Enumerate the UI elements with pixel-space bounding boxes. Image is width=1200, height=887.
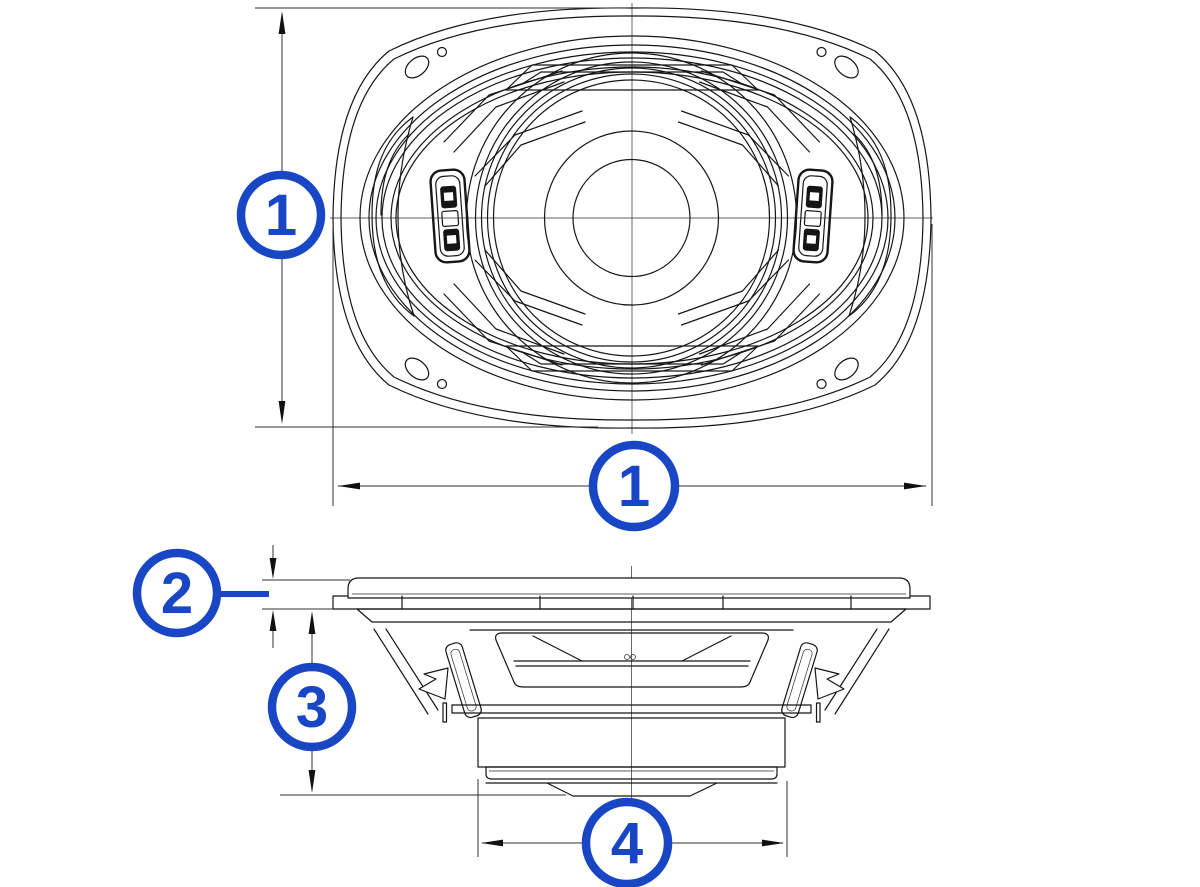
gasket-rings xyxy=(359,35,905,401)
callout-circle-width xyxy=(588,440,680,532)
callout-circle-depth xyxy=(267,662,357,752)
back-plate xyxy=(485,766,778,780)
dust-cap-outer xyxy=(543,130,720,306)
gasket-profile xyxy=(347,577,911,599)
surround-circles xyxy=(465,52,798,384)
arrow-down-icon xyxy=(269,558,277,579)
arrow-up-icon xyxy=(278,11,286,34)
callout-label-depth: 3 xyxy=(296,675,328,740)
arrow-left-icon xyxy=(338,482,360,490)
rear-vent xyxy=(546,782,718,797)
dimension-height: 1 xyxy=(236,7,628,428)
arrow-up-icon xyxy=(269,610,277,631)
flange-inner-outline xyxy=(340,15,924,421)
arrow-down-icon xyxy=(308,770,316,793)
dimension-flange: 2 xyxy=(132,545,350,648)
arrow-up-icon xyxy=(308,611,316,634)
flange-outline xyxy=(332,7,932,429)
callout-circle-flange xyxy=(132,548,222,638)
gasket-joints xyxy=(401,595,852,610)
arrow-left-icon xyxy=(481,839,503,847)
callout-label-magnet: 4 xyxy=(611,811,643,876)
side-view xyxy=(332,566,931,800)
arrow-down-icon xyxy=(278,401,286,424)
dimension-depth: 3 xyxy=(267,611,566,796)
top-view xyxy=(330,3,933,434)
basket-window xyxy=(495,632,769,688)
callout-circle-height xyxy=(236,170,326,260)
callout-label-width: 1 xyxy=(618,454,650,519)
dimension-width: 1 xyxy=(332,224,933,532)
callout-label-flange: 2 xyxy=(161,561,193,626)
callout-circle-magnet xyxy=(581,797,673,887)
dimension-magnet: 4 xyxy=(477,779,788,887)
arrow-right-icon xyxy=(904,482,926,490)
callout-label-height: 1 xyxy=(265,183,297,248)
dust-cap-inner xyxy=(572,158,691,278)
arrow-right-icon xyxy=(762,839,784,847)
